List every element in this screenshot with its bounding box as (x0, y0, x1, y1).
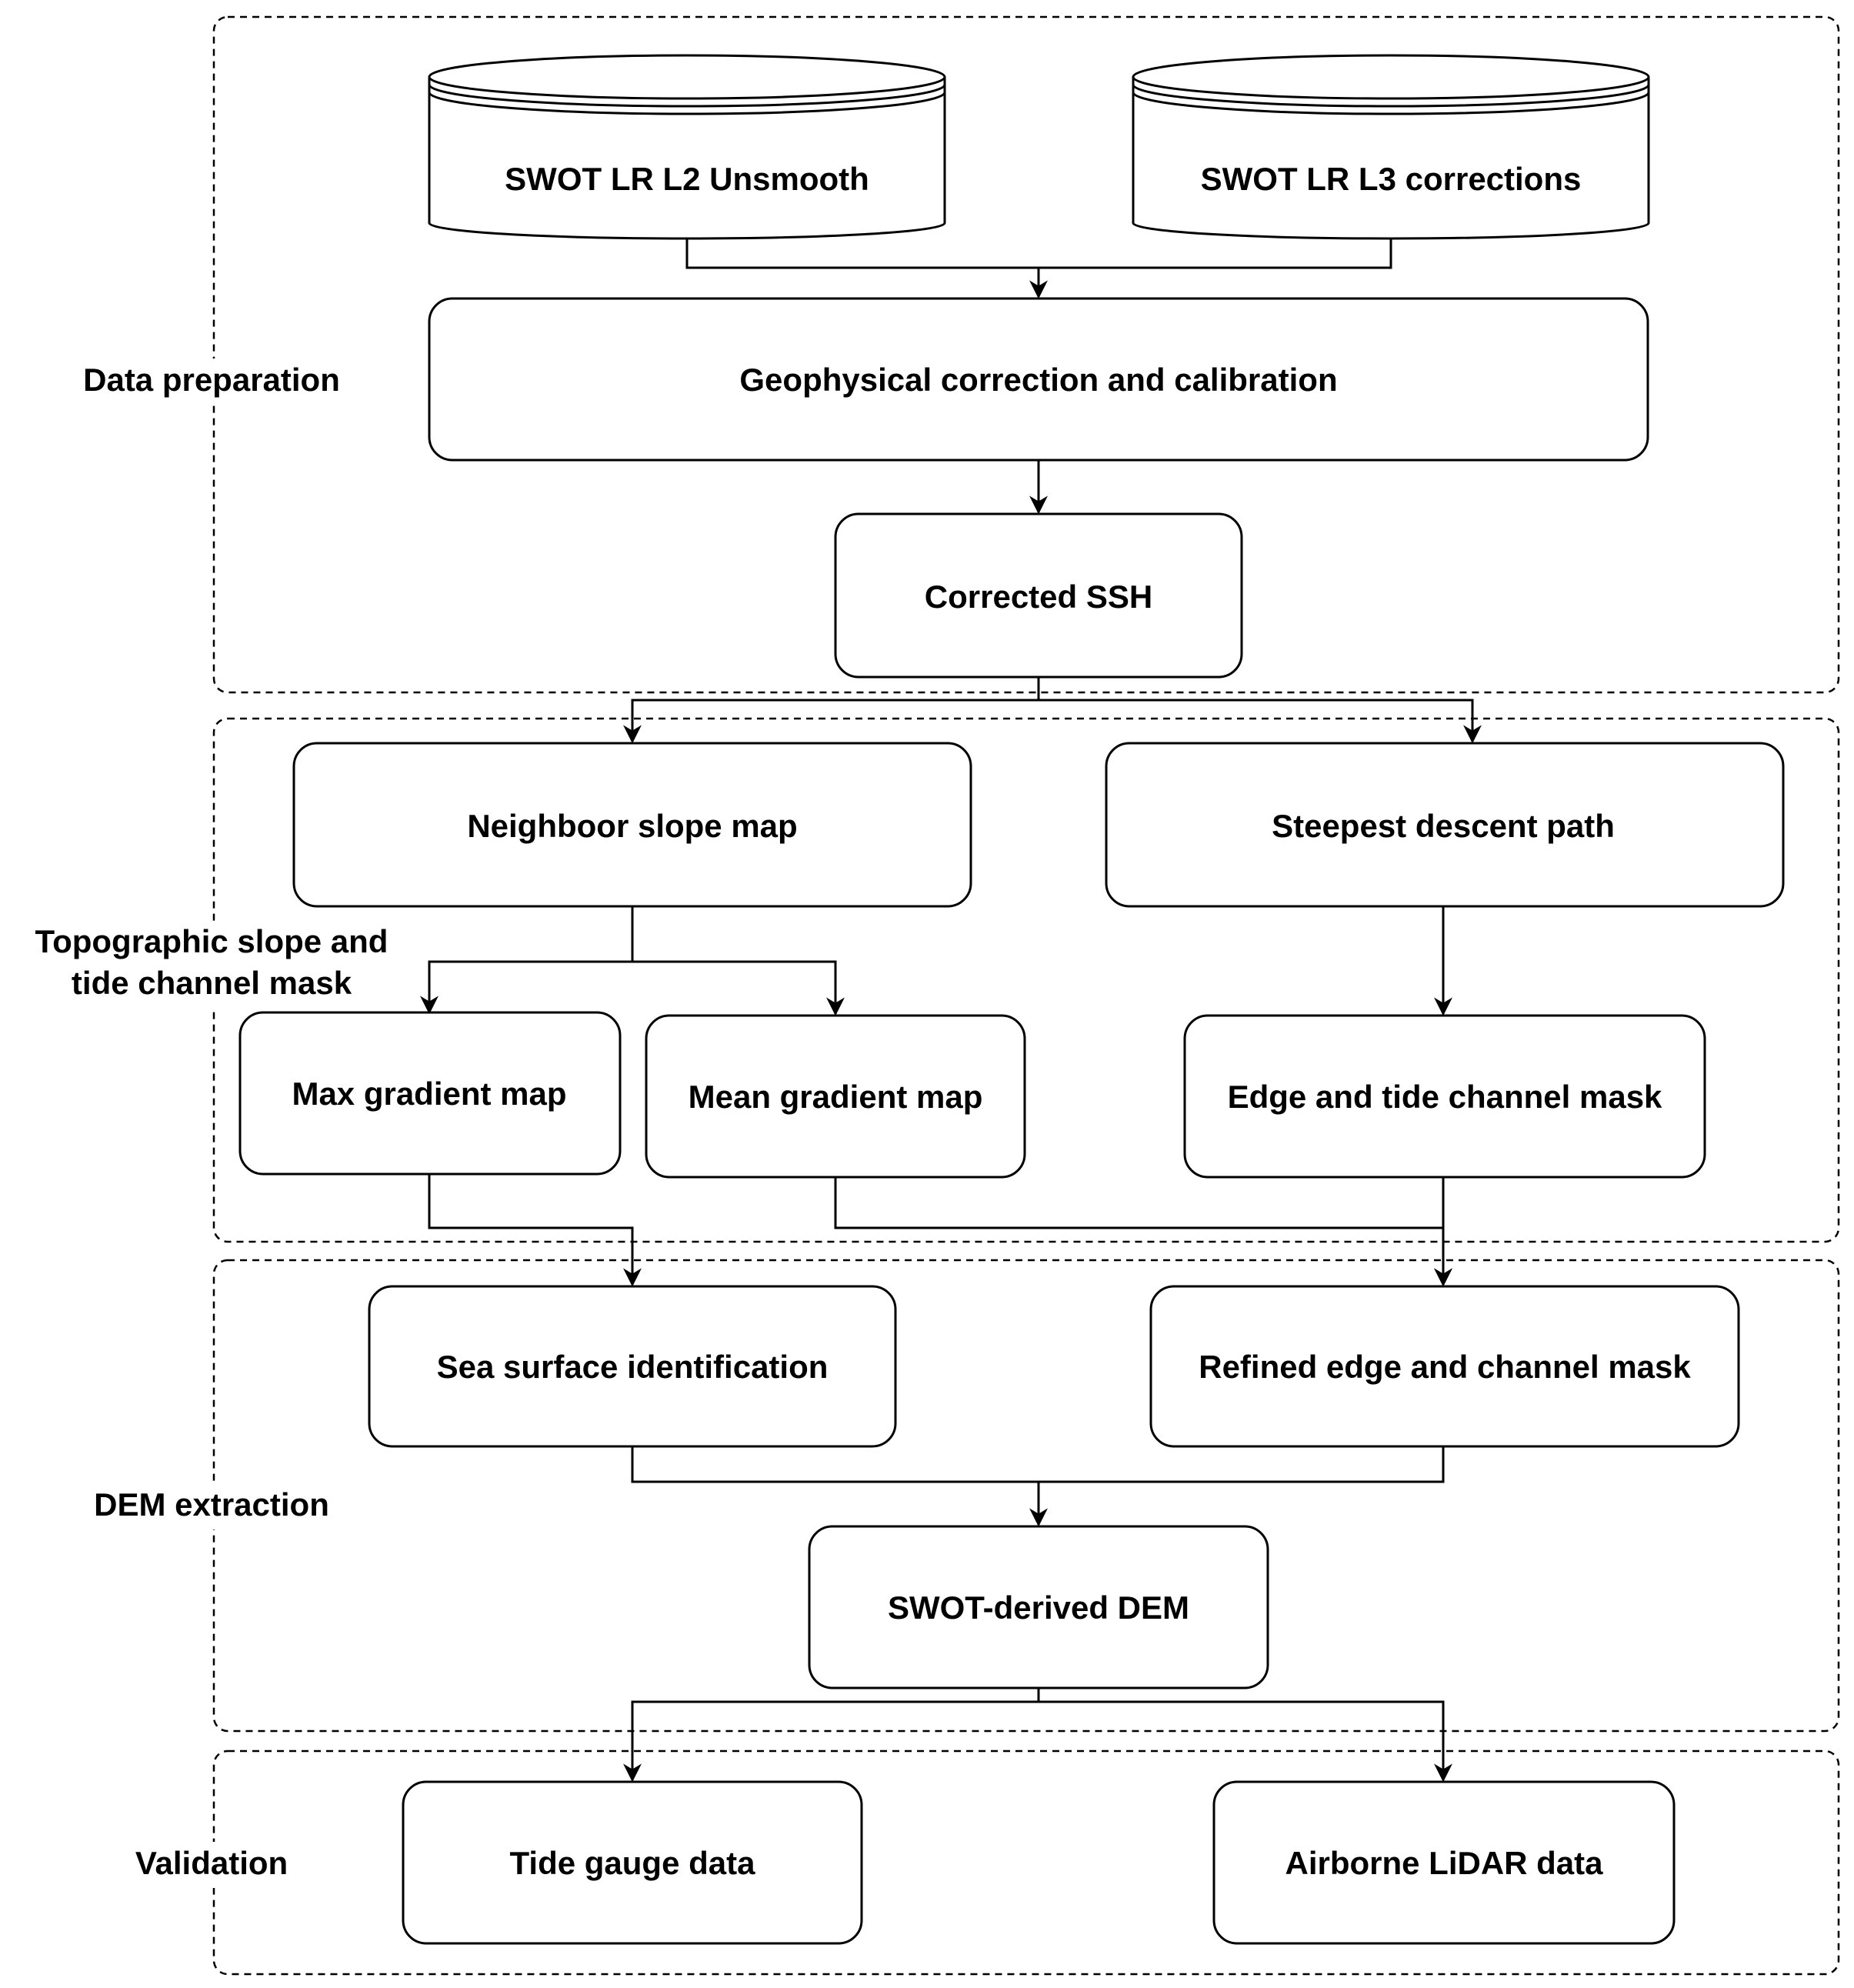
edge-ssh-to-neighbor (623, 677, 1040, 744)
node-swot-l2-label: SWOT LR L2 Unsmooth (505, 161, 869, 197)
node-edge-mask-label: Edge and tide channel mask (1228, 1079, 1662, 1115)
node-swot-dem: SWOT-derived DEM (808, 1525, 1269, 1689)
group-label-data-preparation: Data preparation (83, 362, 340, 398)
node-swot-l3: SWOT LR L3 corrections (1132, 54, 1650, 240)
edge-ssh-to-steepest (1039, 699, 1482, 744)
edge-l2-to-geo (685, 238, 1048, 299)
node-steepest-descent-label: Steepest descent path (1272, 808, 1615, 844)
group-label-topographic-line2: tide channel mask (72, 965, 352, 1001)
group-validation (212, 1750, 1840, 1976)
node-sea-surface: Sea surface identification (368, 1285, 897, 1448)
edge-mean-to-refined (834, 1177, 1452, 1287)
group-label-bg-topographic (17, 922, 406, 1008)
edge-neighbor-to-max (420, 906, 634, 1015)
node-mean-gradient-label: Mean gradient map (689, 1079, 983, 1115)
edge-neighbor-to-mean (632, 960, 845, 1016)
edge-dem-to-lidar (1039, 1700, 1452, 1783)
group-label-bg-dem (77, 1483, 346, 1529)
node-refined-mask: Refined edge and channel mask (1149, 1285, 1740, 1448)
group-label-dem-extraction: DEM extraction (94, 1486, 329, 1523)
node-lidar-label: Airborne LiDAR data (1285, 1845, 1603, 1881)
edge-seasurface-to-dem (631, 1446, 1048, 1527)
group-label-bg-data-prep (69, 359, 354, 405)
group-label-topographic-line1: Topographic slope and (35, 923, 388, 959)
node-mean-gradient: Mean gradient map (645, 1014, 1026, 1179)
edges (420, 238, 1482, 1783)
group-label-bg-validation (115, 1842, 308, 1888)
edge-l3-to-geo (1039, 238, 1392, 269)
node-lidar: Airborne LiDAR data (1212, 1780, 1676, 1945)
node-max-gradient-label: Max gradient map (292, 1076, 566, 1112)
node-tide-gauge: Tide gauge data (402, 1780, 863, 1945)
node-steepest-descent: Steepest descent path (1105, 742, 1785, 908)
group-dem-extraction (212, 1259, 1840, 1733)
node-corrected-ssh: Corrected SSH (834, 512, 1243, 679)
node-max-gradient: Max gradient map (238, 1011, 622, 1176)
node-tide-gauge-label: Tide gauge data (510, 1845, 756, 1881)
edge-max-to-seasurface (428, 1174, 642, 1287)
node-swot-l2: SWOT LR L2 Unsmooth (428, 54, 946, 240)
node-geo-correction: Geophysical correction and calibration (428, 297, 1649, 462)
group-label-validation: Validation (135, 1845, 288, 1881)
node-swot-l3-label: SWOT LR L3 corrections (1201, 161, 1582, 197)
node-swot-dem-label: SWOT-derived DEM (888, 1589, 1189, 1626)
node-corrected-ssh-label: Corrected SSH (925, 579, 1152, 615)
node-geo-correction-label: Geophysical correction and calibration (739, 362, 1337, 398)
edge-refined-to-dem (1039, 1446, 1445, 1483)
node-neighbor-slope: Neighboor slope map (292, 742, 972, 908)
node-refined-mask-label: Refined edge and channel mask (1199, 1349, 1691, 1385)
node-sea-surface-label: Sea surface identification (437, 1349, 829, 1385)
node-neighbor-slope-label: Neighboor slope map (467, 808, 797, 844)
node-edge-mask: Edge and tide channel mask (1183, 1014, 1706, 1179)
edge-dem-to-tide (623, 1688, 1040, 1783)
